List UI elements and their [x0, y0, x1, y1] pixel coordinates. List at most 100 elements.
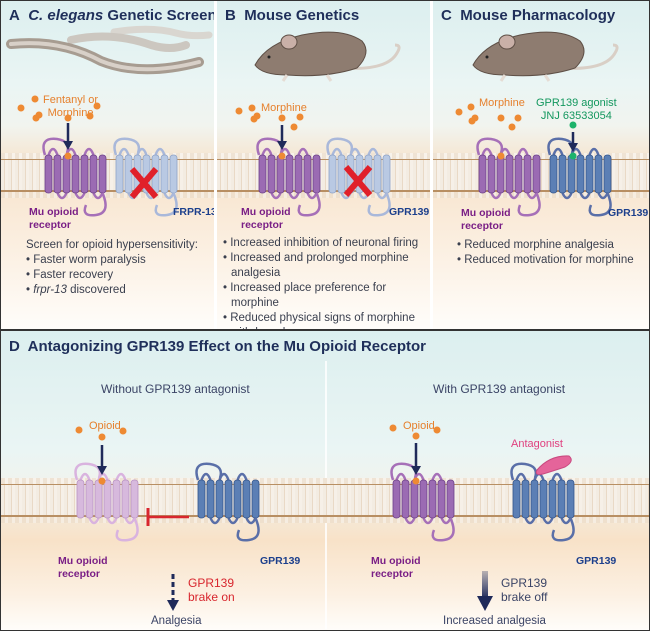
mouse-feet	[499, 74, 551, 82]
extracellular-loop	[97, 472, 109, 481]
molecule	[93, 102, 101, 110]
list-item-text: Increased and prolonged morphine analges…	[230, 252, 409, 279]
transmembrane-helix	[437, 479, 446, 519]
agonist-line2: JNJ 63533054	[540, 110, 612, 122]
intracellular-loop	[209, 517, 221, 525]
mu-opioid-receptor	[476, 137, 541, 217]
intracellular-loop	[579, 192, 591, 200]
transmembrane-helix	[521, 479, 530, 519]
molecule	[17, 104, 25, 112]
transmembrane-helix	[224, 479, 233, 519]
worm-back	[110, 25, 213, 40]
transmembrane-helix	[242, 479, 251, 519]
transmembrane-helix	[206, 479, 215, 519]
label-line1: Mu opioid	[371, 555, 421, 567]
list-item-text: Increased place preference for morphine	[230, 282, 387, 309]
n-terminus	[113, 137, 141, 156]
list-item: • Increased place preference for morphin…	[223, 282, 387, 309]
intracellular-loop	[560, 517, 572, 525]
molecule	[35, 111, 43, 119]
brake-line2: brake off	[501, 590, 548, 604]
findings-list: • Increased inhibition of neuronal firin…	[223, 236, 423, 329]
list-item-text: Reduced physical signs of morphine withd…	[230, 312, 415, 329]
title-rest: Genetic Screen	[103, 7, 214, 24]
intracellular-loop	[597, 192, 609, 200]
molecule	[86, 112, 94, 120]
transmembrane-helix	[160, 154, 169, 194]
left-opioid-binding	[75, 426, 127, 485]
drug-label: Morphine	[479, 97, 525, 109]
extracellular-loop	[367, 147, 379, 156]
n-terminus	[74, 462, 102, 481]
agonist-molecule	[569, 121, 577, 129]
label-line1: Mu opioid	[461, 207, 511, 219]
intracellular-loop	[404, 517, 416, 525]
c-terminus	[83, 192, 107, 217]
dashed-arrow-icon	[167, 574, 179, 611]
mu-receptor-label: Mu opioid receptor	[241, 206, 291, 232]
agonist-line1: GPR139 agonist	[536, 97, 617, 109]
inhibition-bar-icon	[146, 508, 189, 526]
panel-d-title: D Antagonizing GPR139 Effect on the Mu O…	[9, 338, 426, 355]
findings-list: Screen for opioid hypersensitivity: • Fa…	[26, 238, 211, 298]
list-item-text: Faster worm paralysis	[33, 254, 146, 266]
transmembrane-helix	[267, 154, 276, 194]
left-mu-receptor-label: Mu opioid receptor	[58, 555, 108, 581]
extracellular-loop	[331, 147, 343, 156]
drug-molecules	[455, 103, 577, 131]
intracellular-loop	[56, 192, 68, 200]
label-line1: Mu opioid	[58, 555, 108, 567]
transmembrane-helix	[514, 154, 523, 194]
intracellular-loop	[422, 517, 434, 525]
right-subtitle: With GPR139 antagonist	[433, 382, 566, 396]
mu-opioid-receptor	[256, 137, 321, 217]
transmembrane-helix	[594, 154, 603, 194]
title-text: Mouse Pharmacology	[460, 7, 616, 24]
molecule	[433, 426, 441, 434]
extracellular-loop	[154, 147, 166, 156]
intracellular-loop	[376, 192, 388, 200]
n-terminus	[195, 462, 223, 481]
label-line2: receptor	[241, 219, 284, 231]
frpr13-label: FRPR-13	[173, 206, 214, 218]
title-text: Mouse Genetics	[244, 7, 360, 24]
right-mu-receptor-label: Mu opioid receptor	[371, 555, 421, 581]
transmembrane-helix	[197, 479, 206, 519]
list-item: • Reduced morphine analgesia	[457, 239, 614, 251]
left-gpr139-receptor	[195, 462, 260, 542]
n-terminus	[476, 137, 504, 156]
right-gpr139-receptor	[510, 462, 575, 542]
transmembrane-helix	[112, 479, 121, 519]
mouse-illustration	[472, 31, 619, 82]
extracellular-loop	[200, 472, 212, 481]
drug-label: Fentanyl or Morphine	[43, 94, 98, 120]
right-opioid-label: Opioid	[403, 420, 435, 432]
panel-letter: B	[225, 7, 236, 24]
worms-illustration	[6, 25, 213, 75]
label-line2: receptor	[371, 568, 414, 580]
c-terminus	[154, 192, 178, 217]
gpr139-label: GPR139	[389, 206, 430, 218]
panel-letter: A	[9, 7, 20, 24]
brake-line1: GPR139	[501, 576, 548, 590]
intracellular-loop	[542, 517, 554, 525]
transmembrane-helix	[89, 154, 98, 194]
extracellular-loop	[395, 472, 407, 481]
intracellular-loop	[306, 192, 318, 200]
transmembrane-helix	[337, 154, 346, 194]
panel-b: B Mouse Genetics Morphine Mu opioid rece…	[217, 1, 430, 329]
list-item: • frpr-13 discovered	[26, 284, 126, 296]
extracellular-loop	[349, 147, 361, 156]
intracellular-loop	[163, 192, 175, 200]
transmembrane-helix	[478, 154, 487, 194]
drug-label-line2: Morphine	[47, 107, 94, 119]
c-terminus	[551, 517, 575, 542]
intracellular-loop	[526, 192, 538, 200]
drug-label-line1: Fentanyl or	[43, 94, 99, 106]
transmembrane-helix	[80, 154, 89, 194]
mouse-tail	[341, 43, 401, 70]
drug-molecules	[17, 95, 101, 122]
intracellular-loop	[106, 517, 118, 525]
intracellular-loop	[245, 517, 257, 525]
extracellular-loop	[297, 147, 309, 156]
